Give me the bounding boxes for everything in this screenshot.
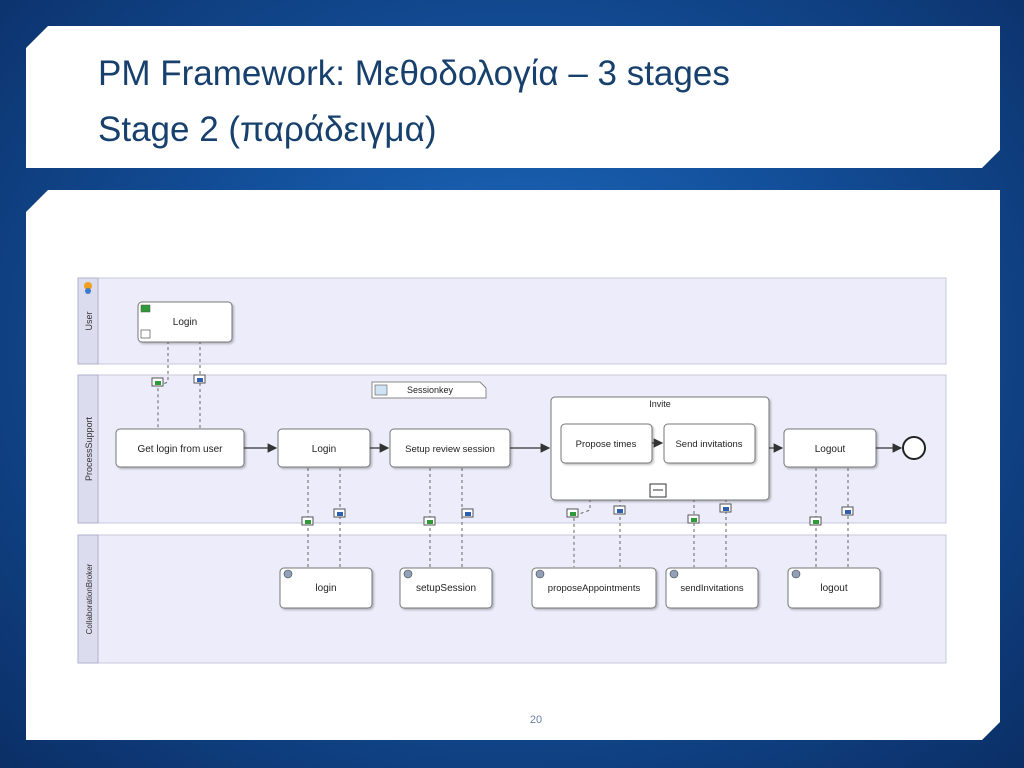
lane-collaboration-broker-label: CollaborationBroker	[85, 563, 94, 634]
service-gear-icon	[403, 569, 413, 579]
envelope-blue-icon	[461, 508, 474, 518]
logout-task-label: Logout	[815, 444, 846, 455]
service-logout-label: logout	[820, 583, 847, 594]
service-gear-icon	[535, 569, 545, 579]
setup-review-label: Setup review session	[405, 444, 495, 455]
envelope-green-icon	[687, 514, 700, 524]
lane-user-label: User	[84, 311, 94, 330]
service-setup-session[interactable]: setupSession	[399, 567, 493, 609]
envelope-blue-icon	[613, 505, 626, 515]
manual-task-icon	[140, 329, 151, 339]
end-event	[902, 436, 926, 460]
sequence-flows	[244, 438, 903, 453]
page-number: 20	[529, 714, 543, 726]
collapse-marker-icon[interactable]	[649, 483, 667, 498]
user-lane-icon	[84, 282, 92, 294]
envelope-green-icon	[809, 516, 822, 526]
envelope-blue-icon	[193, 374, 206, 384]
envelope-green-icon	[151, 377, 164, 387]
sessionkey-label: Sessionkey	[407, 385, 454, 395]
invite-title: Invite	[649, 399, 671, 409]
envelope-blue-icon	[333, 508, 346, 518]
envelope-blue-icon	[841, 506, 854, 516]
lane-user: User	[77, 277, 947, 365]
lane-process-support-label: ProcessSupport	[84, 416, 94, 481]
user-login-task[interactable]: Login	[137, 301, 233, 343]
envelope-icons	[151, 374, 854, 526]
sessionkey-data-object: Sessionkey	[371, 381, 487, 399]
propose-times-label: Propose times	[576, 439, 637, 450]
setup-review-session-task[interactable]: Setup review session	[389, 428, 511, 468]
login-task[interactable]: Login	[277, 428, 371, 468]
slide-title-line-1: PM Framework: Μεθοδολογία – 3 stages	[98, 54, 730, 93]
send-invitations-label: Send invitations	[675, 439, 742, 450]
task-type-icon	[140, 304, 151, 313]
send-invitations-task[interactable]: Send invitations	[663, 423, 756, 464]
service-logout[interactable]: logout	[787, 567, 881, 609]
service-propose-appointments-label: proposeAppointments	[548, 583, 641, 594]
service-gear-icon	[669, 569, 679, 579]
slide-title-line-2: Stage 2 (παράδειγμα)	[98, 110, 437, 149]
envelope-green-icon	[423, 516, 436, 526]
service-propose-appointments[interactable]: proposeAppointments	[531, 567, 657, 609]
service-setup-session-label: setupSession	[416, 583, 476, 594]
service-send-invitations[interactable]: sendInvitations	[665, 567, 759, 609]
envelope-blue-icon	[719, 503, 732, 513]
get-login-from-user-task[interactable]: Get login from user	[115, 428, 245, 468]
service-gear-icon	[791, 569, 801, 579]
service-login[interactable]: login	[279, 567, 373, 609]
get-login-label: Get login from user	[137, 444, 223, 455]
propose-times-task[interactable]: Propose times	[560, 423, 653, 464]
service-login-label: login	[315, 583, 336, 594]
envelope-green-icon	[566, 508, 579, 518]
login-task-label: Login	[312, 444, 336, 455]
user-login-label: Login	[173, 317, 197, 328]
envelope-green-icon	[301, 516, 314, 526]
title-card: PM Framework: Μεθοδολογία – 3 stages Sta…	[26, 26, 1000, 168]
service-send-invitations-label: sendInvitations	[680, 583, 744, 594]
service-gear-icon	[283, 569, 293, 579]
logout-task[interactable]: Logout	[783, 428, 877, 468]
data-object-icon	[374, 384, 388, 396]
